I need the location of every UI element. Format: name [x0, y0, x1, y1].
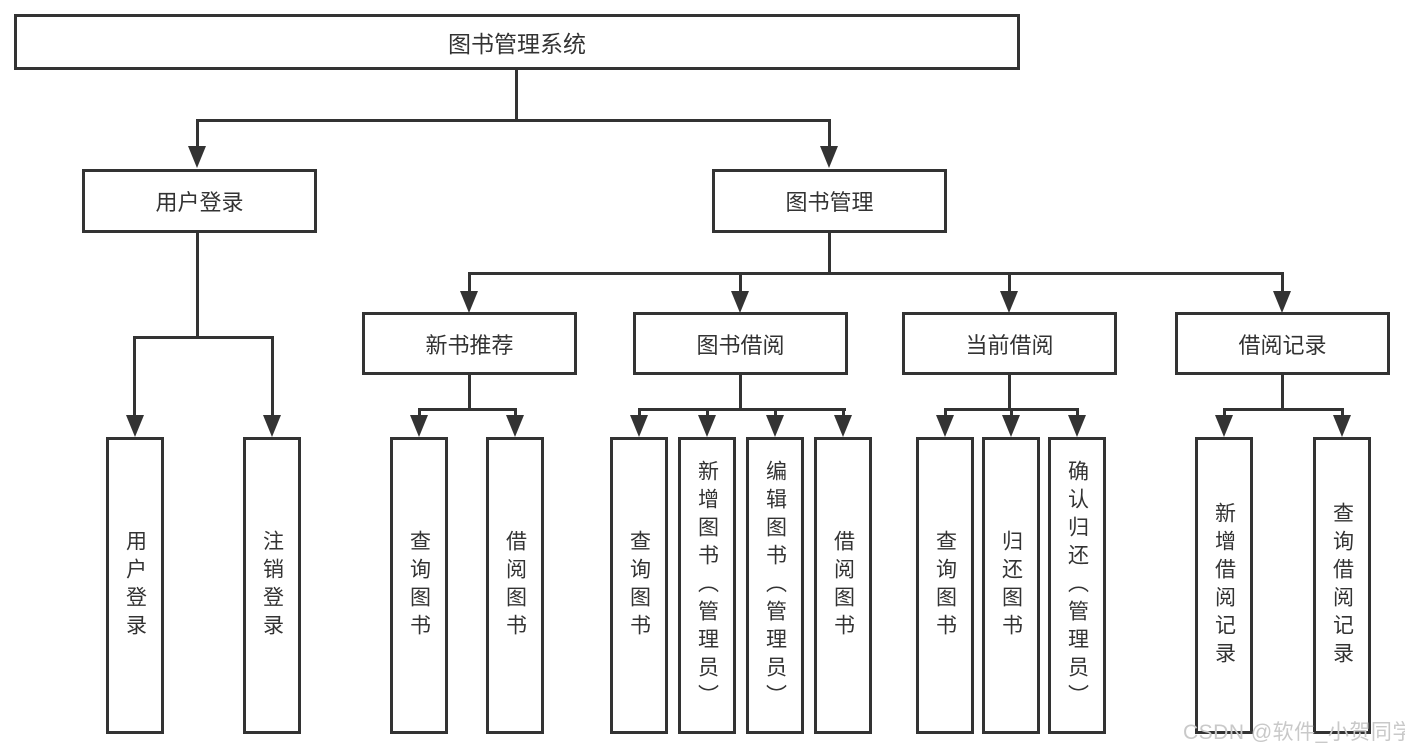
- connector-hline: [638, 408, 846, 411]
- arrowhead-icon: [506, 415, 524, 437]
- node-leaf-query-books-recommend: 查询图书: [390, 437, 448, 734]
- arrowhead-icon: [820, 146, 838, 168]
- arrowhead-icon: [698, 415, 716, 437]
- connector-arrow-stem: [271, 336, 274, 417]
- arrowhead-icon: [1002, 415, 1020, 437]
- arrowhead-icon: [766, 415, 784, 437]
- connector-arrow-stem: [196, 119, 199, 149]
- connector-arrow-stem: [1341, 408, 1344, 418]
- node-leaf-return-books: 归还图书: [982, 437, 1040, 734]
- connector-arrow-stem: [739, 272, 742, 294]
- connector-hline: [196, 119, 831, 122]
- arrowhead-icon: [936, 415, 954, 437]
- leaf-label: 新增借阅记录: [1212, 501, 1236, 670]
- connector-vline: [828, 233, 831, 275]
- connector-vline: [196, 233, 199, 339]
- connector-vline: [1281, 375, 1284, 411]
- node-book-management: 图书管理: [712, 169, 947, 233]
- node-book-borrow: 图书借阅: [633, 312, 848, 375]
- arrowhead-icon: [1215, 415, 1233, 437]
- connector-arrow-stem: [1008, 272, 1011, 294]
- arrowhead-icon: [410, 415, 428, 437]
- leaf-label: 编辑图书（管理员）: [763, 459, 787, 712]
- leaf-label: 查询借阅记录: [1330, 501, 1354, 670]
- connector-arrow-stem: [828, 119, 831, 149]
- connector-vline: [468, 375, 471, 411]
- leaf-label: 查询图书: [627, 529, 651, 642]
- connector-hline: [133, 336, 274, 339]
- leaf-label: 注销登录: [260, 529, 284, 642]
- connector-arrow-stem: [1281, 272, 1284, 294]
- node-leaf-logout: 注销登录: [243, 437, 301, 734]
- node-leaf-add-books-admin: 新增图书（管理员）: [678, 437, 736, 734]
- leaf-label: 借阅图书: [831, 529, 855, 642]
- node-leaf-confirm-return-admin: 确认归还（管理员）: [1048, 437, 1106, 734]
- node-leaf-add-borrow-record: 新增借阅记录: [1195, 437, 1253, 734]
- arrowhead-icon: [126, 415, 144, 437]
- node-root: 图书管理系统: [14, 14, 1020, 70]
- leaf-label: 新增图书（管理员）: [695, 459, 719, 712]
- connector-arrow-stem: [842, 408, 845, 418]
- arrowhead-icon: [834, 415, 852, 437]
- connector-hline: [418, 408, 517, 411]
- connector-vline: [515, 70, 518, 122]
- arrowhead-icon: [731, 291, 749, 313]
- connector-arrow-stem: [706, 408, 709, 418]
- leaf-label: 归还图书: [999, 529, 1023, 642]
- leaf-label: 查询图书: [407, 529, 431, 642]
- connector-vline: [1008, 375, 1011, 411]
- connector-hline: [1223, 408, 1344, 411]
- leaf-label: 借阅图书: [503, 529, 527, 642]
- node-leaf-borrow-books: 借阅图书: [814, 437, 872, 734]
- node-user-login: 用户登录: [82, 169, 317, 233]
- leaf-label: 用户登录: [123, 529, 147, 642]
- connector-arrow-stem: [774, 408, 777, 418]
- connector-arrow-stem: [638, 408, 641, 418]
- arrowhead-icon: [630, 415, 648, 437]
- node-leaf-query-books-borrow: 查询图书: [610, 437, 668, 734]
- node-leaf-user-login: 用户登录: [106, 437, 164, 734]
- node-leaf-query-books-current: 查询图书: [916, 437, 974, 734]
- connector-arrow-stem: [133, 336, 136, 417]
- arrowhead-icon: [460, 291, 478, 313]
- connector-arrow-stem: [514, 408, 517, 418]
- watermark: CSDN @软件_小贺同学: [1183, 721, 1405, 744]
- arrowhead-icon: [1068, 415, 1086, 437]
- connector-hline: [468, 272, 1284, 275]
- connector-arrow-stem: [1076, 408, 1079, 418]
- arrowhead-icon: [188, 146, 206, 168]
- leaf-label: 查询图书: [933, 529, 957, 642]
- connector-arrow-stem: [1223, 408, 1226, 418]
- arrowhead-icon: [263, 415, 281, 437]
- connector-arrow-stem: [418, 408, 421, 418]
- node-new-book-recommend: 新书推荐: [362, 312, 577, 375]
- arrowhead-icon: [1273, 291, 1291, 313]
- connector-vline: [739, 375, 742, 411]
- connector-arrow-stem: [468, 272, 471, 294]
- connector-arrow-stem: [944, 408, 947, 418]
- leaf-label: 确认归还（管理员）: [1065, 459, 1089, 712]
- node-borrow-records: 借阅记录: [1175, 312, 1390, 375]
- node-current-borrow: 当前借阅: [902, 312, 1117, 375]
- arrowhead-icon: [1000, 291, 1018, 313]
- node-leaf-query-borrow-record: 查询借阅记录: [1313, 437, 1371, 734]
- node-leaf-borrow-books-recommend: 借阅图书: [486, 437, 544, 734]
- arrowhead-icon: [1333, 415, 1351, 437]
- node-leaf-edit-books-admin: 编辑图书（管理员）: [746, 437, 804, 734]
- connector-arrow-stem: [1010, 408, 1013, 418]
